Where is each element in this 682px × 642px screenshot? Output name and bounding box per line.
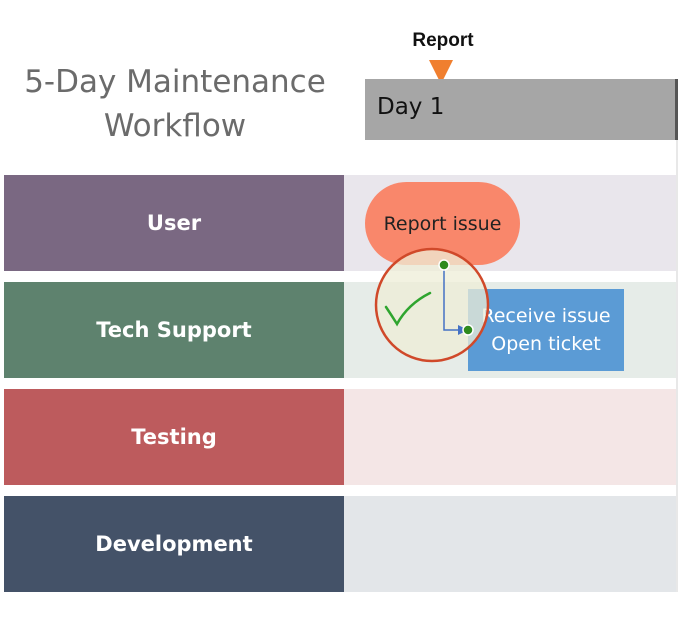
title-line-1: 5-Day Maintenance [24, 64, 326, 100]
lane-label-development[interactable]: Development [4, 496, 344, 592]
receive-issue-line-2: Open ticket [491, 333, 601, 355]
title-line-2: Workflow [103, 108, 247, 144]
receive-issue-node[interactable]: Receive issue Open ticket [468, 289, 624, 371]
lane-label-user-text: User [146, 211, 202, 235]
lane-body-development [344, 496, 678, 592]
lane-label-testing[interactable]: Testing [4, 389, 344, 485]
lane-label-development-text: Development [95, 532, 253, 556]
report-issue-node[interactable]: Report issue [365, 182, 520, 265]
diagram-title: 5-Day Maintenance Workflow [16, 60, 334, 148]
lane-body-testing [344, 389, 678, 485]
lane-label-testing-text: Testing [131, 425, 217, 449]
lane-label-user[interactable]: User [4, 175, 344, 271]
lane-right-border [676, 140, 678, 592]
report-issue-label: Report issue [383, 212, 502, 235]
day-header-label: Day 1 [377, 94, 445, 120]
report-marker-label: Report [412, 30, 474, 51]
day-header[interactable]: Day 1 [365, 79, 678, 140]
lane-label-tech-support[interactable]: Tech Support [4, 282, 344, 378]
lane-label-tech-support-text: Tech Support [96, 318, 252, 342]
receive-issue-line-1: Receive issue [481, 305, 611, 327]
